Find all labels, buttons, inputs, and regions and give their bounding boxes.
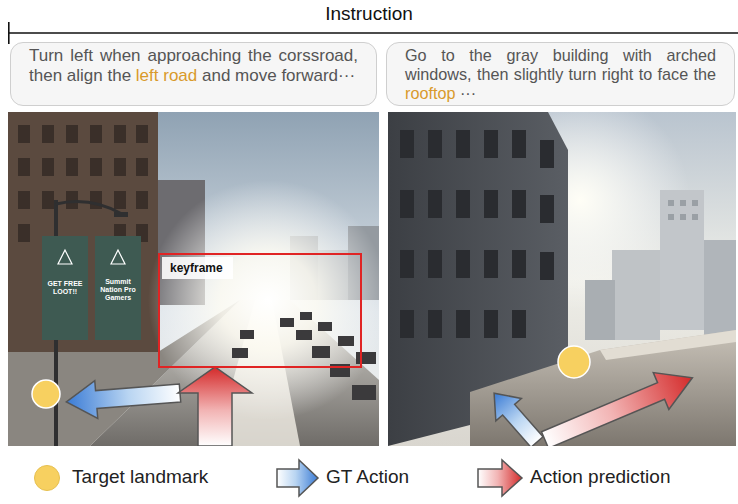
highlight-word: left road [136, 66, 197, 85]
legend-text: GT Action [326, 466, 409, 488]
title: Instruction [0, 3, 738, 25]
instruction-text: Turn left when approaching the corssroad… [29, 46, 358, 86]
legend-swatch [34, 465, 60, 491]
legend-text: Target landmark [72, 466, 208, 488]
legend-text: Action prediction [530, 466, 670, 488]
instruction-part: Go to the gray building with arched wind… [405, 46, 716, 83]
keyframe-box: keyframe [158, 253, 362, 368]
instruction-text: Go to the gray building with arched wind… [405, 46, 716, 103]
instruction-box: Turn left when approaching the corssroad… [10, 42, 377, 106]
sign-text: Summit Nation Pro Gamers [99, 278, 137, 302]
sign-text: GET FREE LOOT!! [46, 280, 84, 296]
highlight-word: rooftop [405, 84, 455, 102]
keyframe-label: keyframe [162, 257, 233, 279]
instruction-part: ··· [460, 84, 476, 102]
instruction-part: and move forward··· [202, 66, 355, 85]
instruction-box: Go to the gray building with arched wind… [386, 42, 735, 106]
